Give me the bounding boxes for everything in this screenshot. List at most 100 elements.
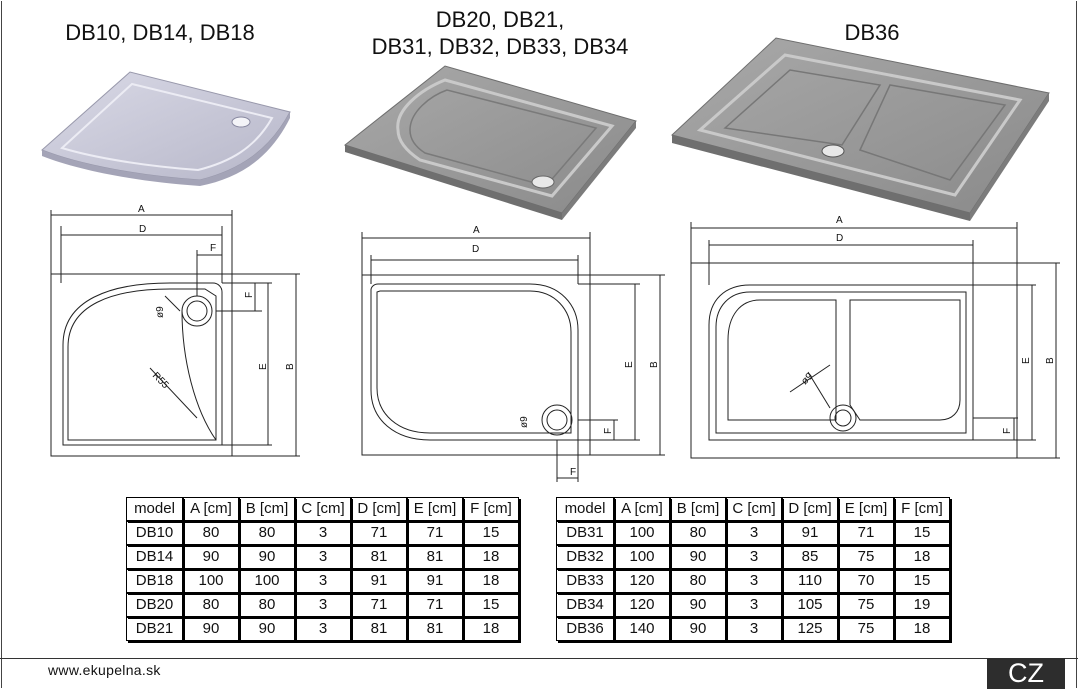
spec-table-right: model A [cm] B [cm] C [cm] D [cm] E [cm]… [556,497,950,641]
table-cell: 80 [239,521,295,545]
dim-a-label: A [836,215,843,226]
dim-f-label: F [244,292,255,298]
table-cell: 125 [782,617,838,641]
table-cell: 75 [838,545,894,569]
db36-tray-render [670,37,1050,221]
table-cell: 90 [670,617,726,641]
table-header-cell: C [cm] [295,497,351,521]
radius-label: R55 [150,370,171,391]
table-cell: DB33 [556,569,614,593]
table-cell: 75 [838,593,894,617]
table-cell: 3 [295,521,351,545]
dim-d-label: D [836,233,843,244]
dim-b-label: B [285,363,296,370]
table-cell: 70 [838,569,894,593]
table-cell: 80 [670,521,726,545]
db36-drawing [690,222,1060,459]
table-cell: 81 [407,545,463,569]
table-row: DB34 120 90 3 105 75 19 [556,593,950,617]
footer-url[interactable]: www.ekupelna.sk [48,662,161,678]
table-cell: 100 [614,521,670,545]
table-cell: 3 [295,617,351,641]
table-cell: 81 [351,545,407,569]
table-cell: 75 [838,617,894,641]
table-cell: 100 [614,545,670,569]
table-header-cell: F [cm] [894,497,950,521]
title-rectangular-trays-line1: DB20, DB21, [435,7,565,32]
dim-a-label: A [473,225,480,236]
table-cell: 18 [463,545,519,569]
table-cell: 15 [463,521,519,545]
dim-f-label: F [603,428,614,434]
dim-a-label: A [138,204,145,215]
table-header-cell: E [cm] [838,497,894,521]
table-cell: DB14 [126,545,183,569]
table-cell: 90 [183,545,239,569]
table-cell: 71 [351,593,407,617]
table-cell: 3 [726,593,782,617]
dim-b-label: B [649,361,660,368]
table-header-cell: A [cm] [183,497,239,521]
table-cell: 71 [407,521,463,545]
table-header-cell: D [cm] [782,497,838,521]
table-cell: DB34 [556,593,614,617]
table-cell: 3 [726,617,782,641]
table-cell: DB32 [556,545,614,569]
table-row: DB10 80 80 3 71 71 15 [126,521,519,545]
dim-b-label: B [1045,357,1056,364]
table-header-cell: D [cm] [351,497,407,521]
quadrant-tray-render [41,71,291,186]
table-cell: 3 [295,569,351,593]
table-cell: DB36 [556,617,614,641]
table-cell: 3 [726,521,782,545]
drain-diameter-label: ø9 [519,416,530,428]
table-cell: 120 [614,569,670,593]
table-cell: 80 [183,521,239,545]
table-cell: 100 [239,569,295,593]
table-cell: DB18 [126,569,183,593]
table-row: DB31 100 80 3 91 71 15 [556,521,950,545]
drain-diameter-label: ø9 [155,306,166,318]
table-header-cell: model [126,497,183,521]
table-header-cell: A [cm] [614,497,670,521]
table-cell: 85 [782,545,838,569]
table-cell: 120 [614,593,670,617]
table-cell: 71 [407,593,463,617]
table-cell: 3 [726,545,782,569]
table-cell: 19 [894,593,950,617]
rectangular-tray-render [343,65,637,220]
table-cell: 81 [407,617,463,641]
table-row: DB21 90 90 3 81 81 18 [126,617,519,641]
title-quadrant-trays: DB10, DB14, DB18 [65,20,255,45]
table-cell: 91 [407,569,463,593]
table-cell: 105 [782,593,838,617]
table-header-cell: B [cm] [239,497,295,521]
dim-e-label: E [258,363,269,370]
table-cell: DB21 [126,617,183,641]
table-cell: 80 [239,593,295,617]
table-cell: 18 [463,569,519,593]
table-row: DB33 120 80 3 110 70 15 [556,569,950,593]
table-cell: 18 [463,617,519,641]
dim-f-label: F [570,467,576,478]
table-cell: 3 [295,593,351,617]
table-cell: DB20 [126,593,183,617]
dim-e-label: E [1021,357,1032,364]
table-cell: 90 [239,545,295,569]
table-row: DB32 100 90 3 85 75 18 [556,545,950,569]
table-header-row: model A [cm] B [cm] C [cm] D [cm] E [cm]… [556,497,950,521]
dim-f-label: F [1002,428,1013,434]
table-cell: 15 [894,569,950,593]
dim-f-label: F [210,243,216,254]
language-badge: CZ [987,658,1065,689]
table-cell: 110 [782,569,838,593]
table-cell: 100 [183,569,239,593]
table-cell: 90 [183,617,239,641]
title-rectangular-trays-line2: DB31, DB32, DB33, DB34 [371,34,629,59]
quadrant-drawing [50,210,300,457]
table-row: DB20 80 80 3 71 71 15 [126,593,519,617]
table-cell: DB10 [126,521,183,545]
